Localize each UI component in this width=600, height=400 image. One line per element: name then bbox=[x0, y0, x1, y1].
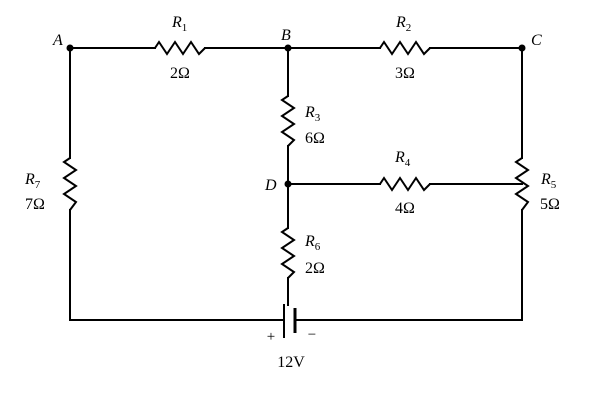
resistor-r7-name: R7 bbox=[24, 171, 41, 191]
resistor-labels: R1 2Ω R2 3Ω R3 6Ω R4 4Ω R5 5Ω R6 2Ω R7 7… bbox=[24, 14, 560, 277]
resistor-r5-value: 5Ω bbox=[540, 196, 560, 213]
resistor-r1-zigzag bbox=[154, 40, 206, 56]
resistor-r2-value: 3Ω bbox=[395, 65, 415, 82]
resistor-r3-value: 6Ω bbox=[305, 130, 325, 147]
node-c-dot bbox=[518, 44, 526, 52]
resistor-r4-zigzag bbox=[379, 176, 431, 192]
node-labels: A B C D bbox=[52, 27, 542, 194]
resistor-r7-value: 7Ω bbox=[25, 196, 45, 213]
resistor-r3-zigzag bbox=[280, 95, 296, 147]
resistor-r7-zigzag bbox=[62, 157, 78, 211]
battery-plus-sign: + bbox=[267, 329, 275, 345]
node-d-label: D bbox=[264, 177, 277, 194]
resistor-r6-name: R6 bbox=[304, 233, 321, 253]
resistor-r6-value: 2Ω bbox=[305, 260, 325, 277]
battery-minus-sign: − bbox=[308, 327, 316, 343]
resistor-r4-name: R4 bbox=[394, 149, 411, 169]
wires bbox=[69, 47, 523, 321]
node-b-dot bbox=[284, 44, 292, 52]
node-c-label: C bbox=[531, 32, 542, 49]
junctions bbox=[66, 44, 526, 188]
resistor-r2-name: R2 bbox=[395, 14, 411, 34]
battery-voltage-label: 12V bbox=[277, 354, 305, 371]
resistor-r6-zigzag bbox=[280, 227, 296, 279]
resistor-r4-value: 4Ω bbox=[395, 200, 415, 217]
battery: + − 12V bbox=[267, 304, 316, 371]
resistors bbox=[62, 40, 530, 279]
resistor-r5-name: R5 bbox=[540, 171, 557, 191]
node-a-dot bbox=[66, 44, 74, 52]
node-d-dot bbox=[284, 180, 292, 188]
resistor-r1-value: 2Ω bbox=[170, 65, 190, 82]
resistor-r2-zigzag bbox=[379, 40, 431, 56]
resistor-r5-zigzag bbox=[514, 157, 530, 211]
node-a-label: A bbox=[52, 32, 63, 49]
resistor-r1-name: R1 bbox=[171, 14, 187, 34]
resistor-r3-name: R3 bbox=[304, 104, 321, 124]
node-b-label: B bbox=[281, 27, 291, 44]
